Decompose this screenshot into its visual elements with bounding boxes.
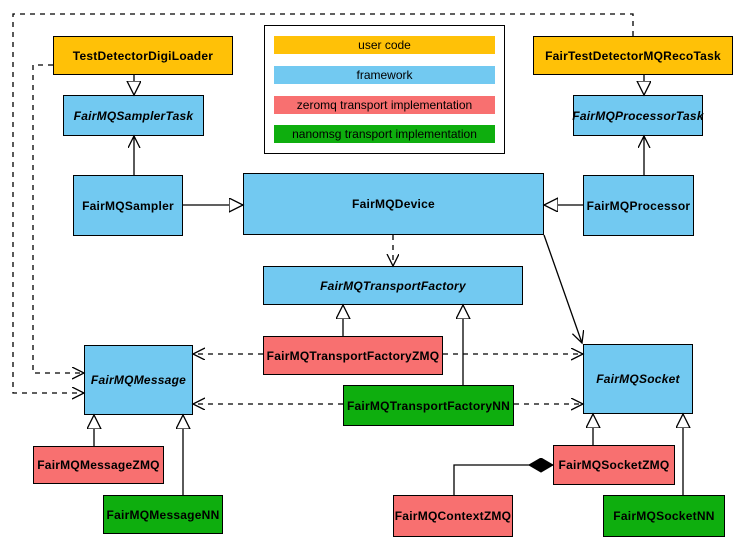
connector-socketzmq-composes-contextzmq [453,465,553,495]
legend-item-nanomsg: nanomsg transport implementation [274,125,495,143]
class-box-fairmq-device: FairMQDevice [243,173,544,235]
class-box-fairmq-socket: FairMQSocket [583,344,693,414]
class-box-fairmq-socket-nn: FairMQSocketNN [603,495,725,537]
class-box-fairmq-transport-factory: FairMQTransportFactory [263,266,523,305]
class-box-fair-test-detector-mq-reco-task: FairTestDetectorMQRecoTask [533,36,733,75]
legend-item-user-code: user code [274,36,495,54]
class-box-fairmq-sampler: FairMQSampler [73,175,183,236]
legend: user code framework zeromq transport imp… [264,25,505,154]
class-box-fairmq-context-zmq: FairMQContextZMQ [393,495,513,537]
class-box-fairmq-sampler-task: FairMQSamplerTask [63,95,204,136]
class-box-fairmq-message-zmq: FairMQMessageZMQ [33,446,164,484]
class-box-fairmq-socket-zmq: FairMQSocketZMQ [553,445,675,485]
class-box-fairmq-transport-factory-nn: FairMQTransportFactoryNN [343,385,514,426]
legend-item-framework: framework [274,66,495,84]
class-box-fairmq-message-nn: FairMQMessageNN [103,495,223,534]
class-box-test-detector-digi-loader: TestDetectorDigiLoader [53,36,233,75]
class-box-fairmq-transport-factory-zmq: FairMQTransportFactoryZMQ [263,336,443,375]
legend-item-zeromq: zeromq transport implementation [274,96,495,114]
class-box-fairmq-processor: FairMQProcessor [583,175,694,236]
class-box-fairmq-processor-task: FairMQProcessorTask [572,95,704,136]
connector-device-uses-socket [543,234,582,343]
class-box-fairmq-message: FairMQMessage [84,345,193,415]
